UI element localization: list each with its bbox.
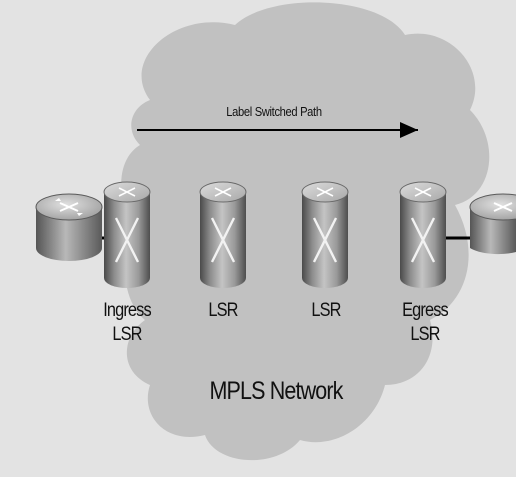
egress-lsr-label-line2: LSR — [410, 324, 440, 345]
lsr-2-label: LSR — [311, 300, 341, 321]
lsr-1-label: LSR — [208, 300, 238, 321]
ingress-lsr-label-line1: Ingress — [103, 300, 151, 321]
right-router-icon — [469, 193, 516, 255]
egress-lsr-label-line1: Egress — [402, 300, 449, 321]
ingress-lsr-label-line2: LSR — [112, 324, 142, 345]
ingress-lsr-icon — [103, 181, 151, 288]
mpls-network-label: MPLS Network — [209, 377, 343, 405]
left-router-icon — [35, 193, 103, 261]
lsp-label: Label Switched Path — [226, 104, 322, 119]
lsr-2-icon — [301, 181, 349, 288]
egress-lsr-icon — [399, 181, 447, 288]
lsr-1-icon — [199, 181, 247, 288]
